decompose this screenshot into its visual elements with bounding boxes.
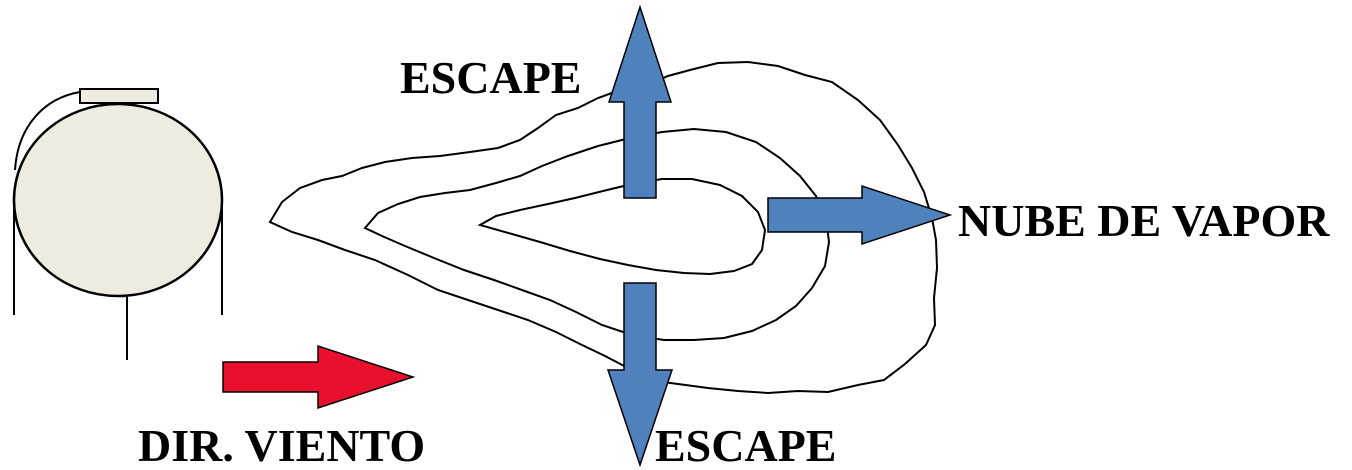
escape-bottom-label: ESCAPE bbox=[655, 420, 836, 470]
vapor-cloud-label: NUBE DE VAPOR bbox=[958, 195, 1330, 246]
wind-direction-label: DIR. VIENTO bbox=[138, 420, 425, 470]
escape-top-label: ESCAPE bbox=[400, 52, 581, 103]
storage-tank bbox=[14, 89, 222, 360]
escape-arrow-up bbox=[609, 7, 671, 198]
cloud-inner-contour bbox=[480, 179, 765, 274]
cloud-middle-contour bbox=[365, 129, 829, 340]
tank-top-plate bbox=[80, 89, 158, 103]
tank-body bbox=[14, 104, 222, 296]
wind-direction-arrow bbox=[223, 346, 413, 408]
escape-arrow-right bbox=[768, 186, 950, 244]
